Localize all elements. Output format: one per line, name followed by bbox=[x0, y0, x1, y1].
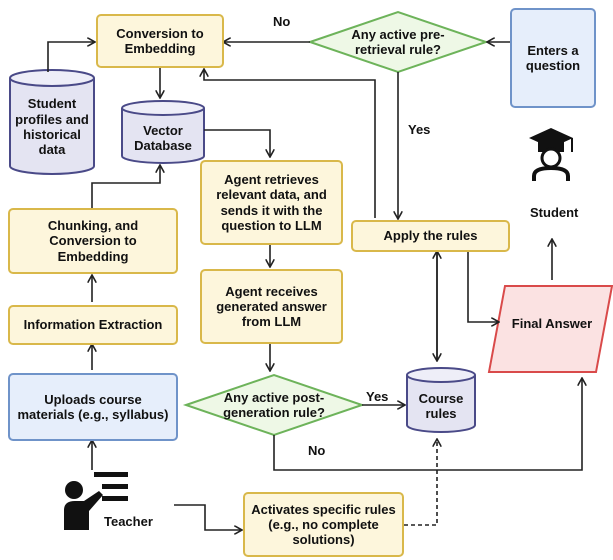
edge-label-no-top: No bbox=[273, 14, 291, 29]
edge-label-yes-bottom: Yes bbox=[366, 389, 389, 404]
apply-rules-box: Apply the rules bbox=[351, 220, 510, 252]
final-answer-text: Final Answer bbox=[511, 316, 593, 332]
student-profiles-cylinder bbox=[9, 69, 95, 175]
agent-retrieves-text: Agent retrieves relevant data, and sends… bbox=[216, 171, 327, 233]
information-extraction-box: Information Extraction bbox=[8, 305, 178, 345]
vector-database-text: Vector Database bbox=[134, 122, 192, 153]
information-extraction-text: Information Extraction bbox=[23, 317, 163, 333]
edge-label-no-bottom: No bbox=[308, 443, 326, 458]
post-generation-text: Any active post-generation rule? bbox=[223, 389, 325, 420]
agent-receives-box: Agent receives generated answer from LLM bbox=[200, 269, 343, 344]
activates-rules-text: Activates specific rules (e.g., no compl… bbox=[251, 501, 396, 548]
pre-retrieval-text: Any active pre-retrieval rule? bbox=[351, 26, 445, 57]
enters-question-box: Enters a question bbox=[510, 8, 596, 108]
uploads-materials-box: Uploads course materials (e.g., syllabus… bbox=[8, 373, 178, 441]
activates-rules-box: Activates specific rules (e.g., no compl… bbox=[243, 492, 404, 557]
conversion-embedding-box: Conversion to Embedding bbox=[96, 14, 224, 68]
course-rules-text: Course rules bbox=[418, 390, 464, 421]
student-label: Student bbox=[530, 205, 579, 220]
enters-question-text: Enters a question bbox=[525, 42, 581, 73]
apply-rules-text: Apply the rules bbox=[383, 228, 478, 244]
conversion-embedding-text: Conversion to Embedding bbox=[116, 25, 204, 56]
teacher-at-board-icon bbox=[64, 472, 128, 530]
vector-database-cylinder bbox=[121, 100, 205, 164]
final-answer-shape bbox=[487, 285, 613, 373]
edge-label-yes-top: Yes bbox=[408, 122, 431, 137]
graduation-cap-student-icon bbox=[529, 128, 573, 181]
student-profiles-text: Student profiles and historical data bbox=[15, 96, 89, 158]
agent-retrieves-box: Agent retrieves relevant data, and sends… bbox=[200, 160, 343, 245]
chunking-text: Chunking, and Conversion to Embedding bbox=[47, 218, 139, 264]
uploads-materials-text: Uploads course materials (e.g., syllabus… bbox=[17, 391, 169, 422]
course-rules-cylinder bbox=[406, 367, 476, 433]
chunking-box: Chunking, and Conversion to Embedding bbox=[8, 208, 178, 274]
teacher-label: Teacher bbox=[104, 514, 153, 529]
agent-receives-text: Agent receives generated answer from LLM bbox=[216, 283, 327, 330]
